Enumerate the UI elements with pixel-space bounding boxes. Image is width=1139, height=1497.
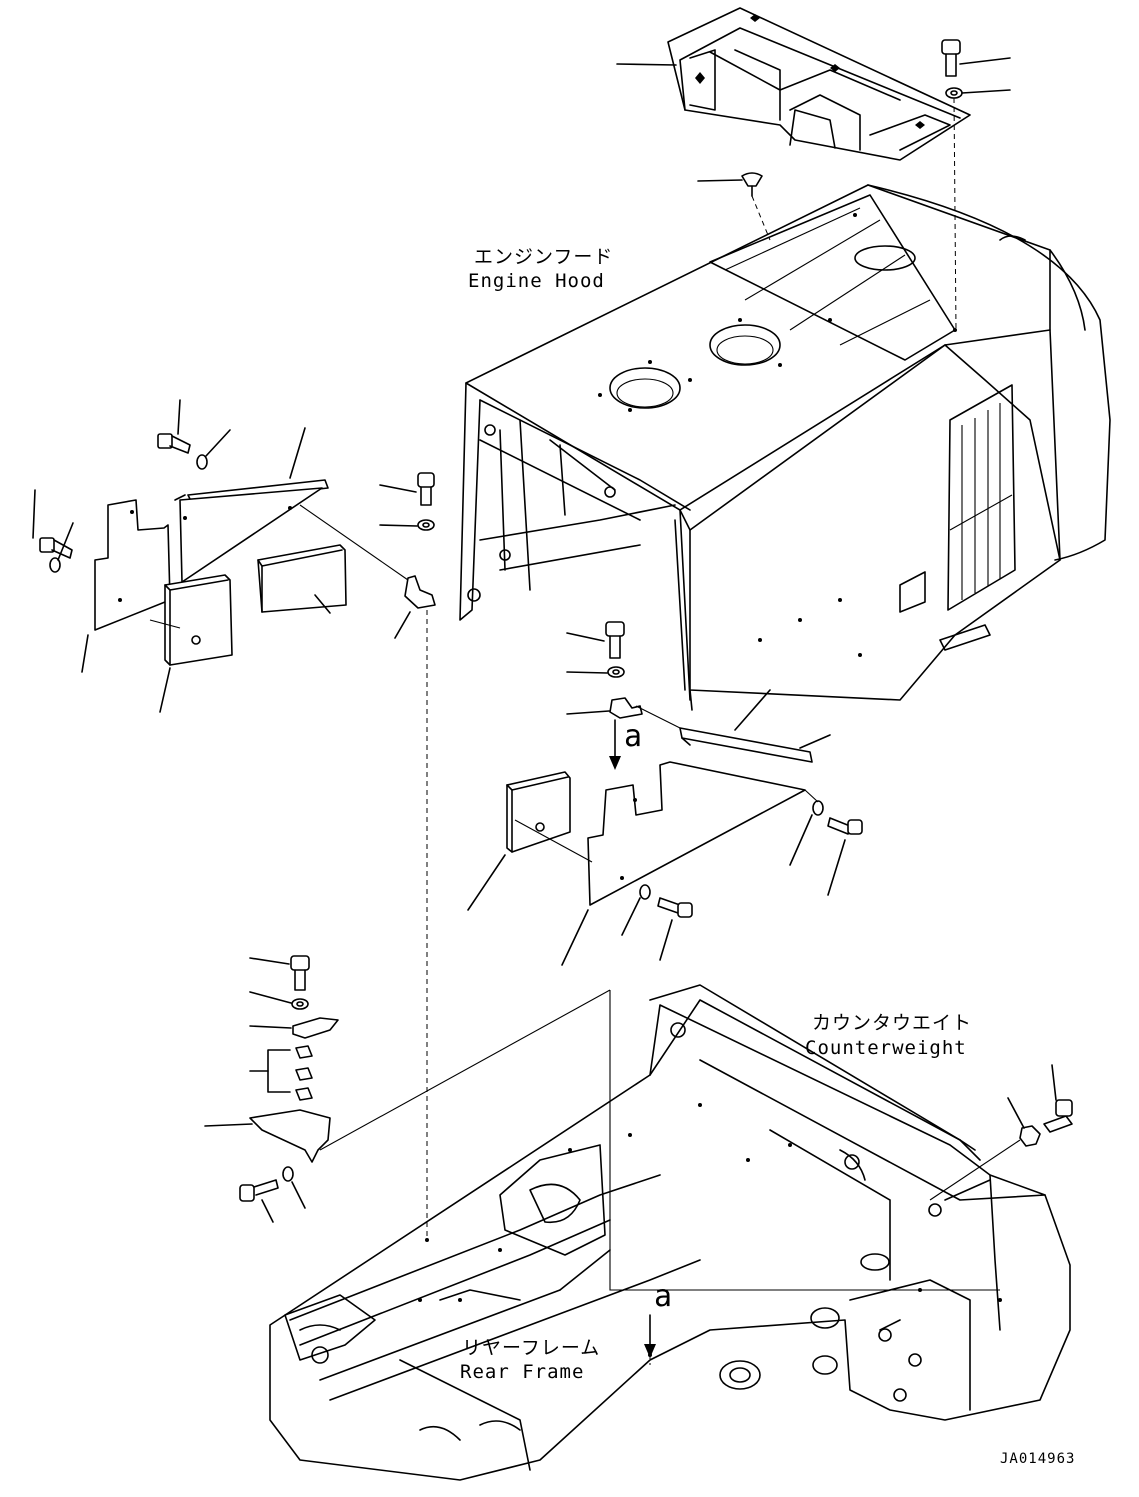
clip-bolt <box>697 172 771 241</box>
view-mark-lower: a <box>654 1279 674 1314</box>
counterweight-label-en: Counterweight <box>805 1037 967 1059</box>
bolt-top-right <box>941 39 1011 331</box>
counterweight-label-jp: カウンタウエイト <box>812 1012 973 1034</box>
counterweight-bolt <box>929 1064 1073 1201</box>
hood-bracket-left <box>379 472 436 1240</box>
right-cover-assembly <box>467 621 863 966</box>
latch-assembly <box>204 955 611 1223</box>
engine-hood-label-en: Engine Hood <box>468 270 605 292</box>
drawing-code: JA014963 <box>1000 1451 1076 1467</box>
engine-hood-label-jp: エンジンフード <box>474 246 614 268</box>
rear-frame <box>269 984 1071 1481</box>
intake-duct <box>667 7 971 161</box>
rear-frame-label-jp: リヤーフレーム <box>462 1337 601 1359</box>
view-mark-upper: a <box>624 719 644 754</box>
left-cover-assembly <box>32 399 409 713</box>
rear-frame-label-en: Rear Frame <box>460 1361 585 1383</box>
engine-hood <box>459 184 1111 731</box>
